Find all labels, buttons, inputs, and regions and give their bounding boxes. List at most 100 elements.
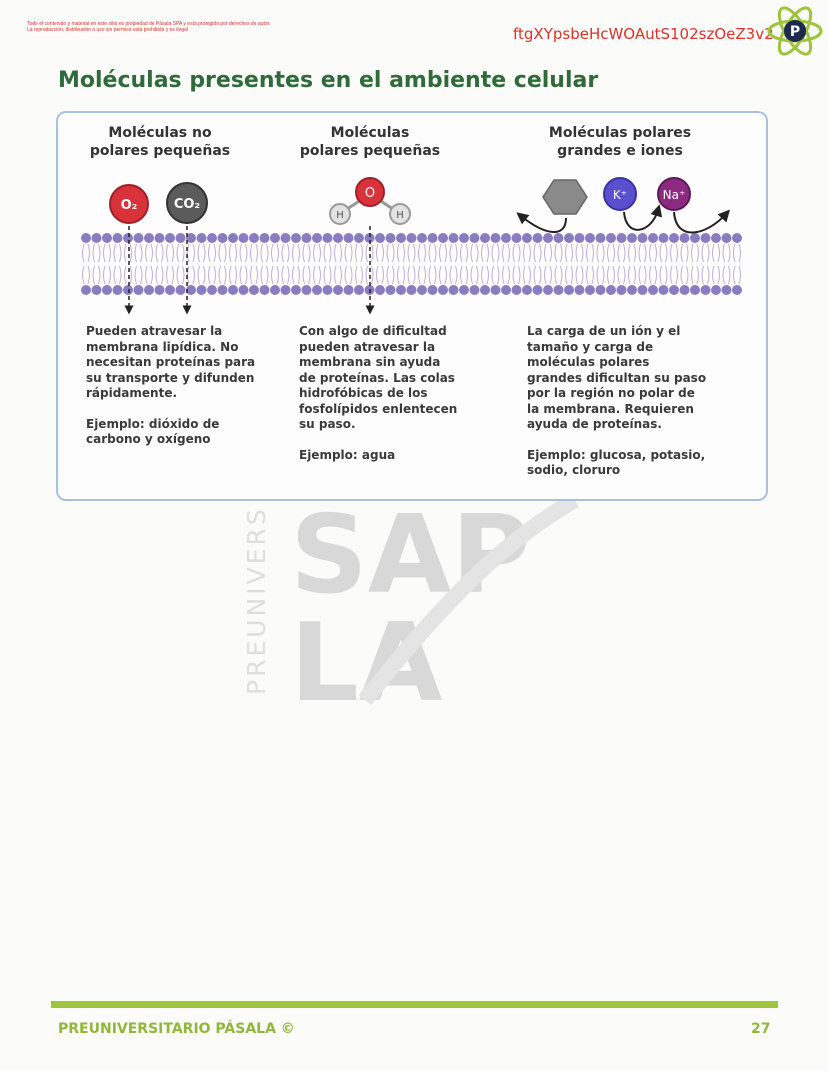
phospholipid-head [249,233,259,243]
svg-text:H: H [396,210,404,221]
phospholipid-head [553,233,564,243]
phospholipid-head [165,233,175,243]
legal-notice: Todo el contenido y material en este sit… [27,21,270,33]
phospholipid-head [217,233,228,243]
phospholipid-head [270,285,280,295]
column-1-example: Ejemplo: dióxido de carbono y oxígeno [86,416,220,447]
phospholipid-head [490,285,501,295]
phospholipid-head [585,285,595,295]
phospholipid-head [606,233,616,243]
phospholipid-head [732,285,742,295]
sodium-ion: Na⁺ [657,177,691,211]
phospholipid-head [732,233,742,243]
phospholipid-head [228,285,238,295]
phospholipid-head [469,233,480,243]
phospholipid-head [501,233,511,243]
phospholipid-head [511,285,522,295]
sodium-bounce-arrow [673,209,731,234]
phospholipid-head [406,233,417,243]
phospholipid-head [259,285,270,295]
legal-line-2: La reproducción, distribución o uso sin … [27,27,188,33]
phospholipid-head [238,285,249,295]
phospholipid-head [354,285,364,295]
phospholipid-head [133,285,144,295]
phospholipid-head [343,285,354,295]
glucose-hexagon-icon [542,179,588,215]
phospholipid-head [637,233,648,243]
phospholipid-head [81,233,91,243]
phospholipid-head [123,285,133,295]
logo-letter: P [790,24,800,40]
phospholipid-head [627,233,637,243]
phospholipid-head [658,233,669,243]
phospholipid-head [606,285,616,295]
potassium-ion: K⁺ [603,177,637,211]
phospholipid-head [91,233,102,243]
phospholipid-head [354,233,364,243]
phospholipid-head [291,285,301,295]
phospholipid-head [438,285,448,295]
phospholipid-head [343,233,354,243]
legal-line-1: Todo el contenido y material en este sit… [27,21,271,27]
column-3-example: Ejemplo: glucosa, potasio, sodio, clorur… [527,447,706,478]
column-2-heading: Moléculas polares pequeñas [299,125,441,159]
phospholipid-head [553,285,564,295]
phospholipid-head [721,285,732,295]
membrane-permeability-panel [56,111,768,501]
watermark-side-text: PREUNIVERS [245,506,271,695]
column-2-example: Ejemplo: agua [299,447,396,462]
phospholipid-head [123,233,133,243]
column-3-heading: Moléculas polares grandes e iones [548,125,692,159]
phospholipid-head [721,233,732,243]
page-title: Moléculas presentes en el ambiente celul… [58,68,599,93]
phospholipid-head [301,285,312,295]
page-number: 27 [751,1021,771,1037]
phospholipid-head [501,285,511,295]
phospholipid-head [480,233,490,243]
phospholipid-head [217,285,228,295]
svg-text:Na⁺: Na⁺ [663,188,686,202]
phospholipid-head [102,285,112,295]
phospholipid-head [690,285,700,295]
phospholipid-head [480,285,490,295]
phospholipid-head [448,285,459,295]
co2-molecule: CO₂ [166,182,208,224]
pasala-atom-logo-icon: P [767,6,823,56]
phospholipid-head [196,233,207,243]
phospholipid-head [711,285,721,295]
phospholipid-head [385,233,396,243]
phospholipid-head [669,285,679,295]
phospholipid-head [270,233,280,243]
phospholipid-head [700,233,711,243]
phospholipid-head [511,233,522,243]
phospholipid-head [249,285,259,295]
phospholipid-head [238,233,249,243]
phospholipid-head [375,285,385,295]
column-2-text: Con algo de dificultad pueden atravesar … [299,324,459,478]
potassium-bounce-arrow [623,204,663,231]
phospholipid-head [333,285,343,295]
phospholipid-head [396,285,406,295]
phospholipid-head [648,285,658,295]
phospholipid-head [322,285,333,295]
phospholipid-head [291,233,301,243]
column-1-description: Pueden atravesar la membrana lipídica. N… [86,324,256,400]
phospholipid-head [102,233,112,243]
column-1-heading: Moléculas no polares pequeñas [89,125,231,159]
phospholipid-head [574,285,585,295]
phospholipid-head [175,285,186,295]
phospholipid-head [333,233,343,243]
column-3-description: La carga de un ión y el tamaño y carga d… [527,324,707,431]
phospholipid-head [543,285,553,295]
phospholipid-head [595,285,606,295]
svg-text:CO₂: CO₂ [174,197,200,212]
phospholipid-head [91,285,102,295]
phospholipid-head [406,285,417,295]
footer-brand: PREUNIVERSITARIO PÁSALA © [58,1021,295,1037]
phospholipid-head [459,233,469,243]
phospholipid-head [679,285,690,295]
column-3-text: La carga de un ión y el tamaño y carga d… [527,324,707,494]
phospholipid-head [186,233,196,243]
phospholipid-head [459,285,469,295]
glucose-bounce-arrow [516,212,567,233]
